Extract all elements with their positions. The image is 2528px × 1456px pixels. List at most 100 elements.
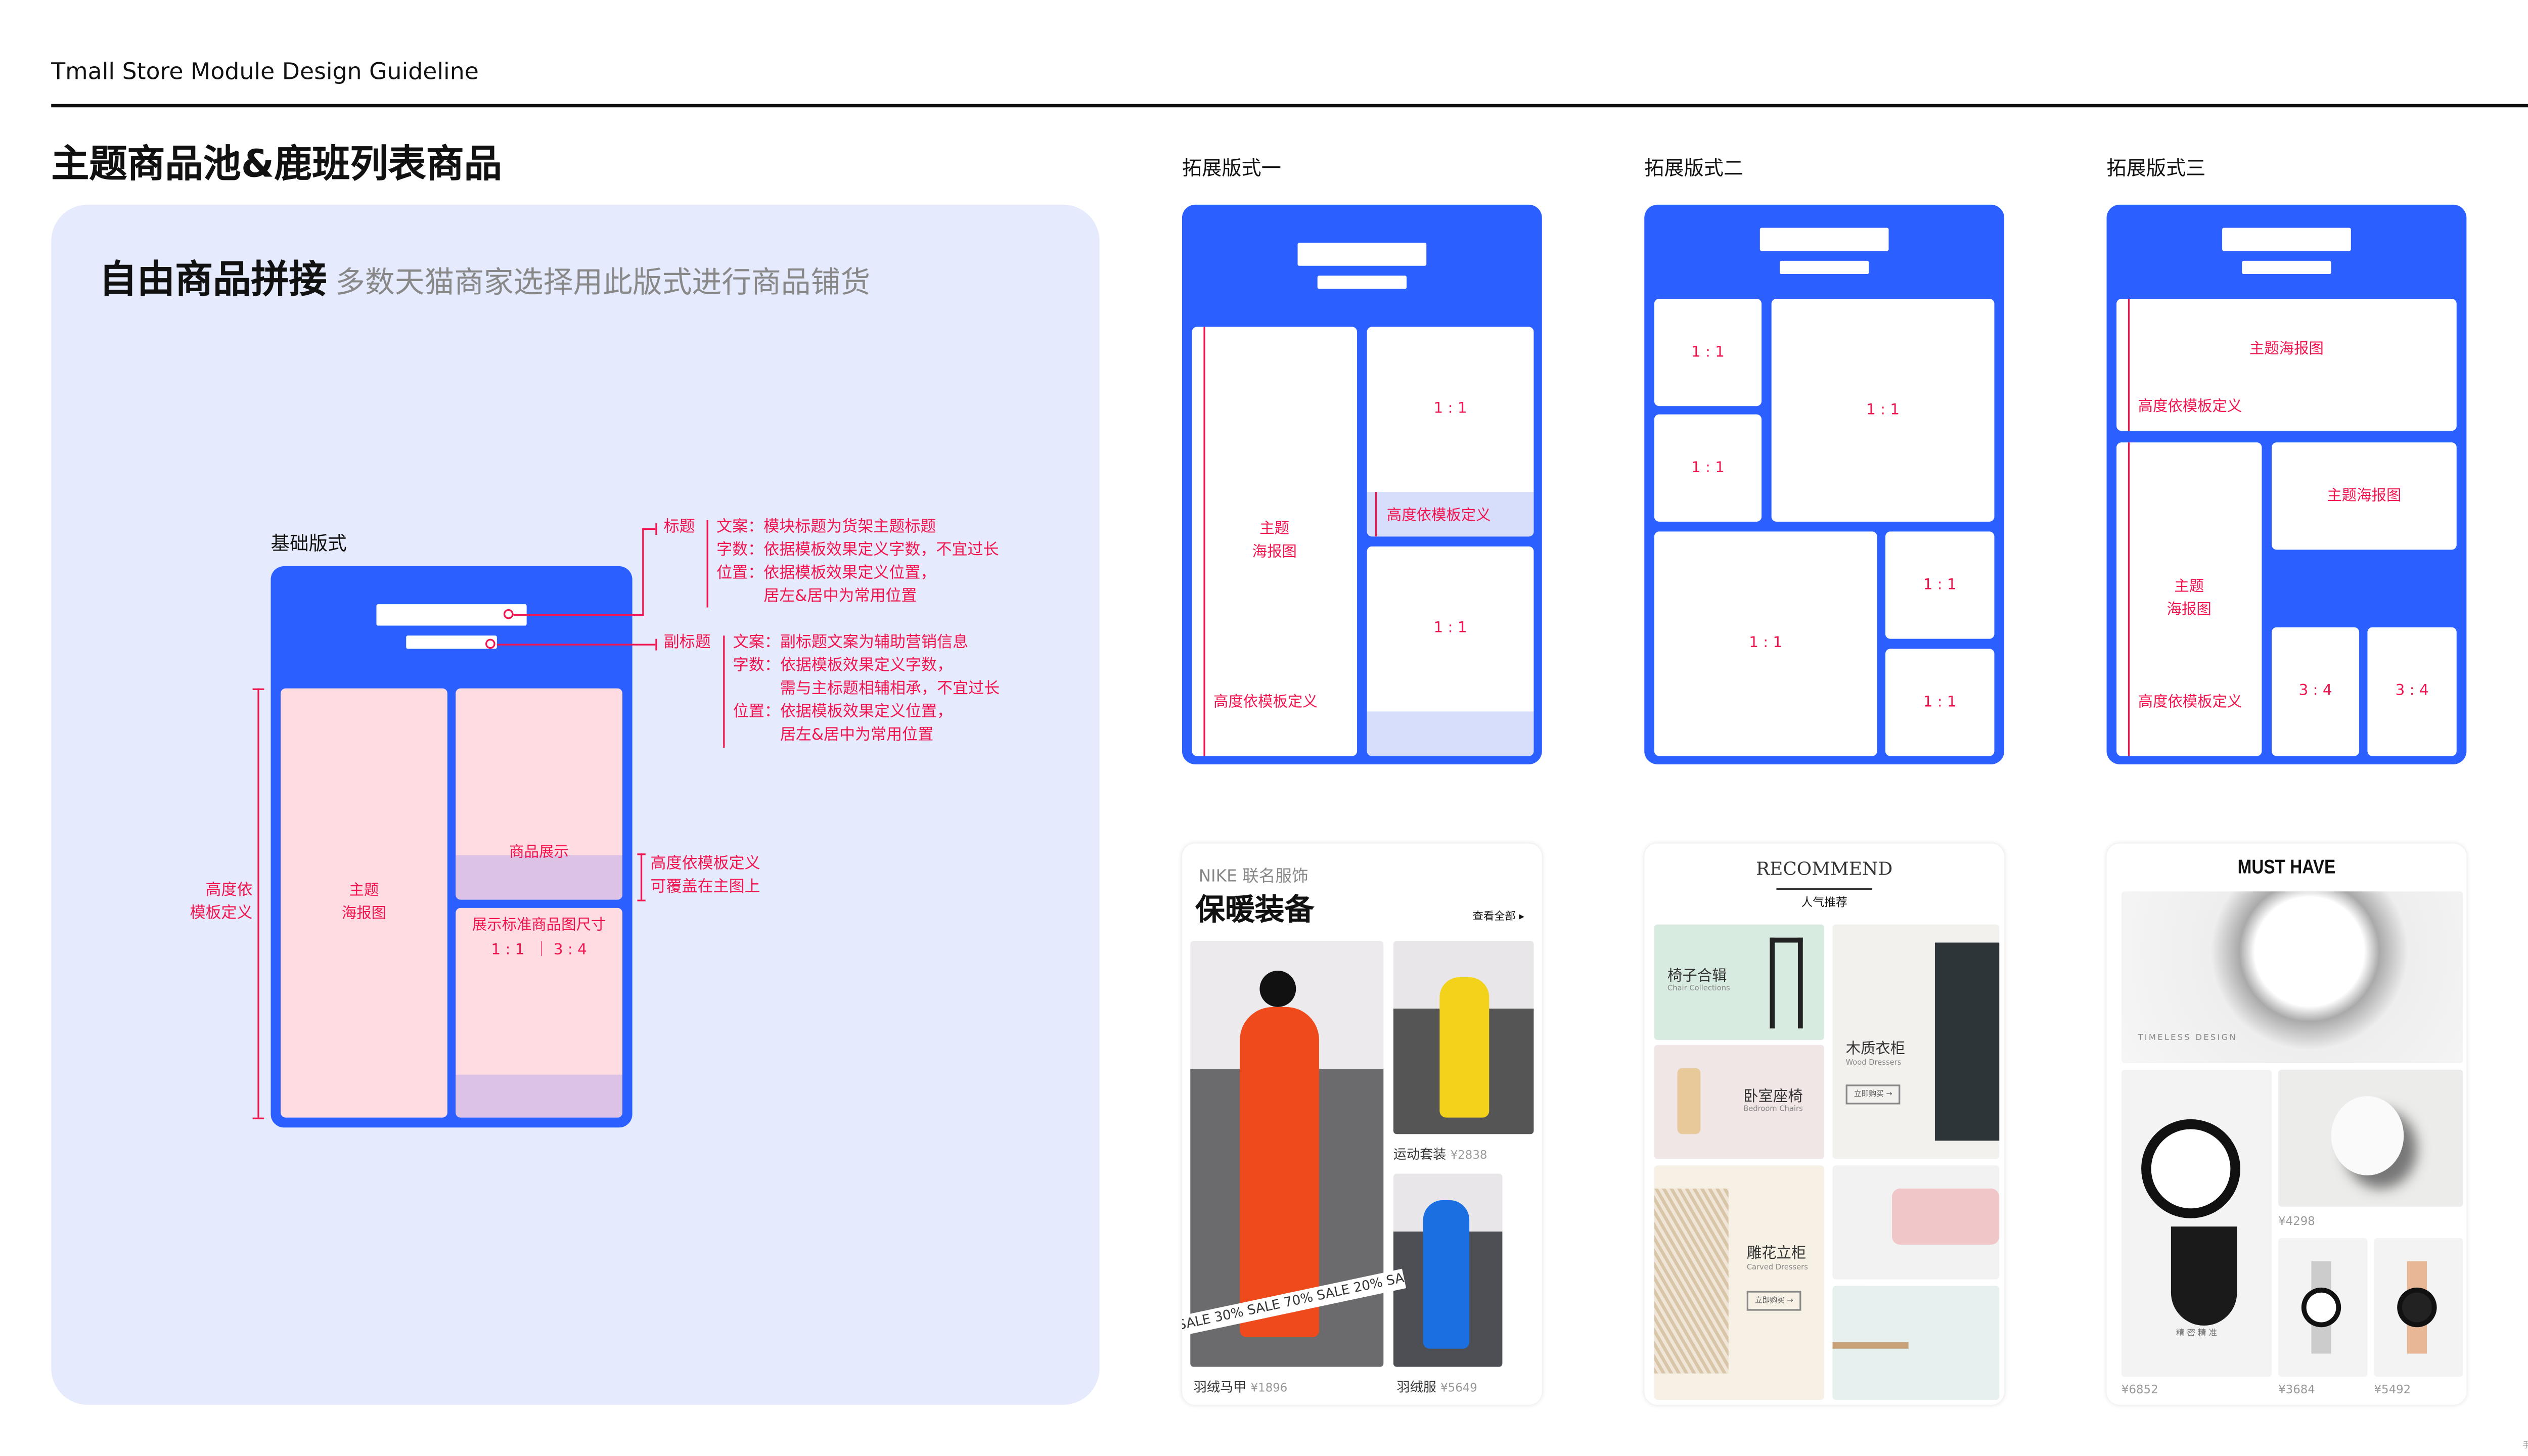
label-text: 文案：模块标题为货架主题标题 — [716, 518, 936, 537]
label-text: 商品展示 — [509, 845, 569, 862]
subtitle-leader-line — [496, 644, 656, 646]
decor-shape — [1297, 242, 1427, 266]
label-text: 1 : 1 — [1691, 345, 1725, 362]
product-cell-standard: 展示标准商品图尺寸 1 : 1 ｜ 3 : 4 — [456, 907, 623, 1118]
decor-shape: 1 : 1 — [1654, 299, 1762, 406]
decor-shape — [706, 520, 708, 608]
decor-shape — [1892, 1189, 2000, 1245]
decor-shape — [640, 853, 643, 900]
label-text: 1 : 1 — [1923, 577, 1957, 595]
label-text: 主题海报图 — [2327, 488, 2402, 506]
label-text: Carved Dressers — [1746, 1264, 1808, 1273]
label-text: 1 : 1 — [1923, 695, 1957, 712]
decor-shape — [1677, 1068, 1701, 1134]
tile-carved-dressers[interactable]: 雕花立柜 Carved Dressers 立即购买 → — [1654, 1165, 1825, 1400]
title-note-label: 标题 — [663, 518, 695, 537]
decor-shape: 自由商品拼接 多数天猫商家选择用此版式进行商品铺货 — [99, 248, 870, 304]
decor-shape — [642, 528, 656, 530]
decor-shape — [2331, 1096, 2404, 1175]
view-all-link[interactable]: 查看全部 ▸ — [1472, 909, 1524, 923]
title-bar — [376, 604, 527, 626]
decor-shape — [1240, 1007, 1319, 1337]
label-text: 木质衣柜 — [1845, 1041, 1906, 1059]
watch-hero-image[interactable]: TIMELESS DESIGN — [2121, 891, 2463, 1063]
header-divider — [51, 104, 2528, 108]
tile-wardrobe[interactable]: 木质衣柜 Wood Dressers 立即购买 → — [1832, 924, 2000, 1159]
label-text: ¥5492 — [2374, 1383, 2411, 1397]
height-note-left: 高度依 — [205, 881, 253, 900]
label-text: Chair Collections — [1667, 985, 1730, 994]
footer-credit: 手淘店铺团队 — [2522, 1439, 2528, 1451]
label-text: ¥4298 — [2278, 1215, 2315, 1228]
product-image-down-coat[interactable] — [1393, 1173, 1503, 1367]
tile-sofa[interactable] — [1832, 1165, 2000, 1280]
example-recommend-card: RECOMMEND 人气推荐 椅子合辑 Chair Collections 木质… — [1644, 843, 2005, 1405]
subtitle-note: 文案：副标题文案为辅助营销信息字数：依据模板效果定义字数， 需与主标题相辅相承，… — [733, 632, 1000, 748]
label-text: 羽绒服 — [1396, 1380, 1436, 1395]
decor-shape: 1 : 1 — [1885, 531, 1995, 639]
label-text: 卧室座椅 — [1743, 1089, 1803, 1106]
decor-shape — [2242, 260, 2331, 275]
decor-shape — [252, 688, 264, 690]
title-note: 文案：模块标题为货架主题标题字数：依据模板效果定义字数，不宜过长位置：依据模板效… — [716, 517, 999, 609]
decor-shape: 1 : 1 — [1367, 546, 1534, 756]
label-text: 模板定义 — [190, 904, 253, 923]
tile-chairs[interactable]: 椅子合辑 Chair Collections — [1654, 924, 1825, 1040]
label-text: 1 : 1 — [1866, 402, 1900, 420]
label-text: 居左&居中为常用位置 — [733, 726, 934, 745]
watch-leather-image[interactable] — [2374, 1238, 2463, 1377]
label-text: Bedroom Chairs — [1743, 1106, 1803, 1115]
label-text: 居左&居中为常用位置 — [716, 587, 917, 606]
panel-heading: 自由商品拼接 — [99, 259, 327, 302]
decor-shape — [1367, 711, 1534, 756]
decor-shape — [723, 635, 725, 748]
watch-case-image[interactable] — [2278, 1069, 2463, 1207]
decor-shape — [2171, 1226, 2237, 1326]
decor-shape — [642, 528, 644, 616]
label-text: 3 : 4 — [2298, 683, 2332, 700]
decor-shape: 1 : 1 — [1771, 299, 1995, 522]
decor-shape — [2301, 1287, 2341, 1328]
decor-shape — [2128, 442, 2130, 756]
label-text: 字数：依据模板效果定义字数， — [733, 657, 953, 675]
decor-shape — [1367, 492, 1534, 537]
decor-shape — [456, 1074, 623, 1118]
label-text: 1 : 1 — [1749, 635, 1783, 652]
label-text: 高度依模板定义 — [650, 855, 760, 874]
label-text: 高度依模板定义 — [2138, 399, 2242, 416]
label-text: 1 : 1 — [1433, 401, 1467, 418]
height-measure-line — [257, 688, 259, 1118]
tile-bedroom-chairs[interactable]: 卧室座椅 Bedroom Chairs — [1654, 1044, 1825, 1159]
label-text: ¥1896 — [1250, 1382, 1288, 1395]
label-text: 1 : 1 — [1691, 461, 1725, 477]
watch-black-image[interactable]: 精 密 精 准 — [2121, 1069, 2272, 1377]
product-image-vest[interactable] — [1190, 941, 1384, 1367]
decor-shape: 主题 海报图 高度依模板定义 — [2116, 442, 2262, 756]
panel-subheading: 多数天猫商家选择用此版式进行商品铺货 — [335, 265, 871, 301]
label-text: 海报图 — [2166, 602, 2211, 619]
decor-shape: 主题海报图 高度依模板定义 — [2116, 299, 2457, 431]
label-text: 字数：依据模板效果定义字数，不宜过长 — [716, 541, 999, 560]
buy-button[interactable]: 立即购买 → — [1845, 1084, 1901, 1105]
watch-mesh-image[interactable] — [2278, 1238, 2368, 1377]
tile-table[interactable] — [1832, 1286, 2000, 1400]
label-text: TIMELESS DESIGN — [2138, 1033, 2237, 1043]
product-cell: 商品展示 — [456, 688, 623, 900]
variant-2-mock: 1 : 1 1 : 1 1 : 1 1 : 1 1 : 1 1 : 1 — [1644, 204, 2005, 764]
label-text: 主题海报图 — [2249, 341, 2324, 358]
subtitle-bar — [406, 635, 497, 649]
buy-button[interactable]: 立即购买 → — [1746, 1291, 1802, 1311]
product-image-tracksuit[interactable] — [1393, 941, 1534, 1134]
decor-shape — [1375, 492, 1377, 537]
decor-shape — [1832, 1342, 1909, 1349]
doc-header-title: Tmall Store Module Design Guideline — [51, 59, 479, 86]
subtitle-note-label: 副标题 — [663, 633, 711, 652]
label-text: 1 : 1 ｜ 3 : 4 — [491, 942, 587, 960]
label-text: 需与主标题相辅相承，不宜过长 — [733, 680, 1000, 699]
variant-1-label: 拓展版式一 — [1182, 157, 1281, 180]
decor-shape — [1759, 228, 1889, 251]
decor-shape — [1770, 937, 1803, 1029]
decor-shape — [655, 639, 657, 651]
label-text: Wood Dressers — [1845, 1060, 1902, 1068]
